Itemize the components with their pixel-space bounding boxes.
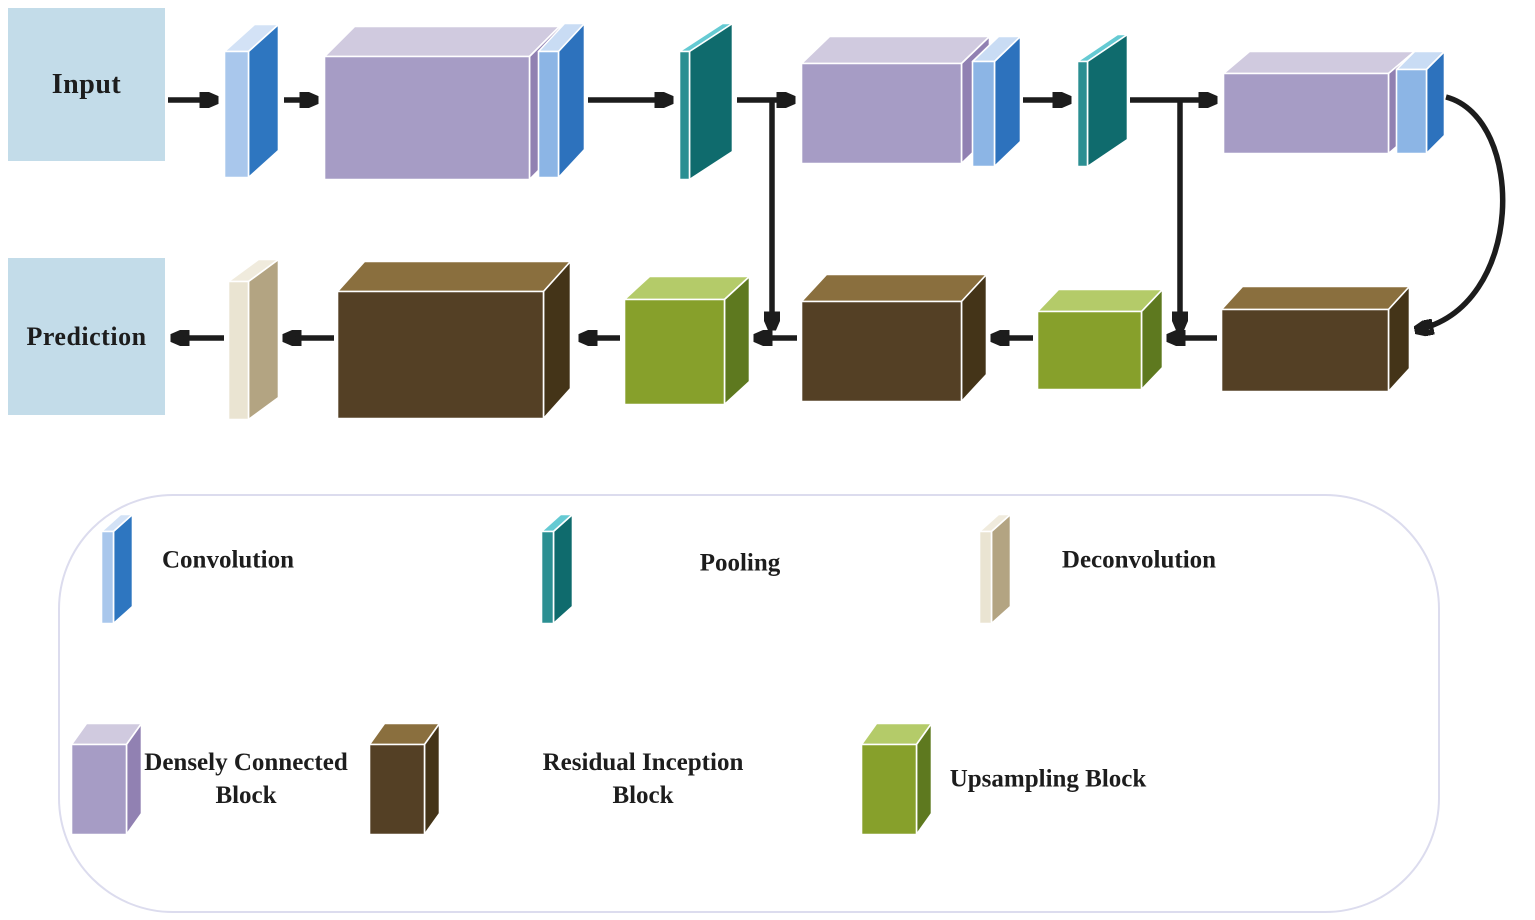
pooling-layer-2 — [1076, 33, 1129, 168]
pooling-icon — [540, 513, 574, 625]
input-box: Input — [8, 8, 165, 161]
conv-layer-3 — [971, 35, 1022, 168]
dense-block-2 — [800, 35, 991, 165]
prediction-box: Prediction — [8, 258, 165, 415]
residual-inception-block-1 — [1220, 285, 1411, 393]
arrow-curved-encoder-to-decoder — [1416, 94, 1506, 330]
legend-box — [58, 494, 1440, 913]
conv-layer-4 — [1395, 50, 1446, 155]
dense-block-1 — [323, 25, 561, 181]
densely-connected-block-icon — [70, 722, 143, 836]
dense-block-3 — [1222, 50, 1416, 155]
legend-label-deconvolution: Deconvolution — [1061, 546, 1217, 574]
legend-label-residual-inception-block: Residual Inception Block — [542, 749, 744, 809]
prediction-label: Prediction — [26, 321, 147, 351]
legend-label-convolution: Convolution — [162, 546, 294, 574]
deconvolution-icon — [978, 513, 1012, 625]
upsampling-block-1 — [1036, 288, 1164, 391]
conv-layer-1 — [223, 23, 280, 179]
legend-label-pooling: Pooling — [699, 549, 781, 577]
convolution-icon — [100, 513, 134, 625]
pooling-layer-1 — [678, 22, 734, 181]
residual-inception-block-icon — [368, 722, 441, 836]
legend-label-densely-connected-block: Densely Connected Block — [144, 749, 348, 809]
upsampling-block-icon — [860, 722, 933, 836]
deconvolution-layer — [227, 258, 280, 421]
residual-inception-block-3 — [336, 260, 572, 420]
conv-layer-2 — [537, 22, 586, 179]
upsampling-block-2 — [623, 275, 751, 406]
residual-inception-block-2 — [800, 273, 988, 403]
legend-label-upsampling-block: Upsampling Block — [949, 765, 1147, 793]
input-label: Input — [51, 68, 122, 100]
